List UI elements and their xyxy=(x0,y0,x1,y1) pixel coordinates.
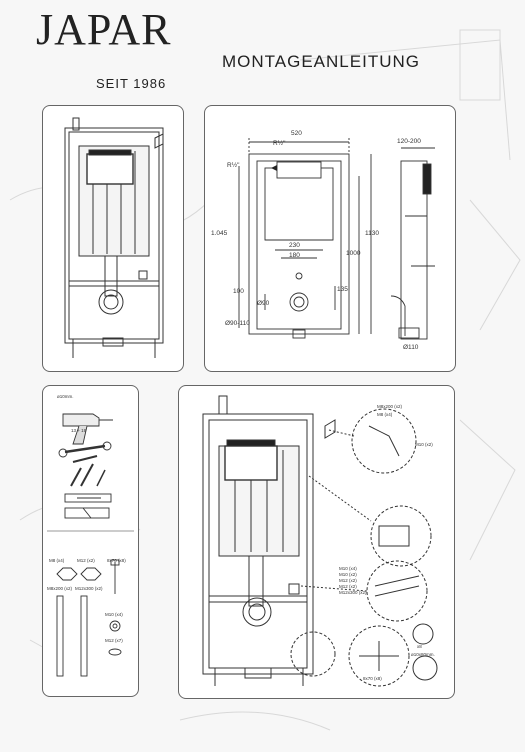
tools-parts-panel: ø10mm. 13 + 19 M8 (x4) M12 (x2) 8x70 (x8… xyxy=(42,385,139,697)
page-title: MONTAGEANLEITUNG xyxy=(222,52,420,71)
dimensions-drawing xyxy=(238,138,435,340)
dim-135: 135 xyxy=(337,286,348,293)
brand-since: SEIT 1986 xyxy=(96,76,167,91)
dim-pipe-110: Ø110 xyxy=(403,344,419,351)
dim-bolt-230: 230 xyxy=(289,242,300,249)
rod-m8x200-label: M8x200 (x2) xyxy=(47,586,73,591)
dim-depth-range: 120-200 xyxy=(397,138,421,145)
rod-m12x300-label: M12x300 (x2) xyxy=(75,586,103,591)
dim-height-left: 1.045 xyxy=(211,230,228,237)
dim-bolt-180: 180 xyxy=(289,252,300,259)
callout-m8x200: M8x200 (x2) xyxy=(377,404,403,409)
nut-m10-label: M10 (x4) xyxy=(105,612,123,617)
dim-pipe-90-110: Ø90-110 xyxy=(225,320,250,327)
tool-wrench-label: 13 + 19 xyxy=(71,428,87,433)
callout-m10-b: M10 (x4) xyxy=(339,566,357,571)
callout-8x70: 8x70 (x8) xyxy=(363,676,382,681)
frame-overview-panel xyxy=(42,105,184,372)
brand-logo: JAPAR xyxy=(36,5,172,54)
callout-m12-b: M12 (x2) xyxy=(339,584,357,589)
callout-x8: x8 xyxy=(417,644,422,649)
tool-drill-label: ø10mm. xyxy=(57,394,74,399)
nut-m12-label: M12 (x7) xyxy=(105,638,123,643)
dim-100: 100 xyxy=(233,288,244,295)
callout-drill-size: ø10x80mm. xyxy=(411,652,435,657)
dim-thread-side: R½" xyxy=(227,162,240,169)
tools-parts-drawing xyxy=(47,413,134,677)
part-8x70-label: 8x70 (x8) xyxy=(107,558,126,563)
callout-m12-a: M12 (x2) xyxy=(339,578,357,583)
assembly-drawing xyxy=(202,395,438,687)
callout-m8: M8 (x4) xyxy=(377,412,393,417)
callout-m12x300: M12x300 (x2) xyxy=(339,590,367,595)
assembly-panel: M8x200 (x2) M8 (x4) M10 (x2) M10 (x4) M1… xyxy=(178,385,455,699)
dimensions-panel: 520 R½" R½" 120-200 1.045 1130 1000 230 … xyxy=(204,105,456,372)
dim-height-total: 1130 xyxy=(365,230,379,237)
frame-overview-drawing xyxy=(64,117,164,358)
part-m8-label: M8 (x4) xyxy=(49,558,65,563)
callout-m10-a: M10 (x2) xyxy=(415,442,433,447)
dim-width: 520 xyxy=(291,130,302,137)
dim-height-1000: 1000 xyxy=(346,250,361,257)
dim-thread-top: R½" xyxy=(273,140,286,147)
callout-m10-c: M10 (x2) xyxy=(339,572,357,577)
dim-pipe-90: Ø90 xyxy=(257,300,270,307)
part-m12-label: M12 (x2) xyxy=(77,558,95,563)
